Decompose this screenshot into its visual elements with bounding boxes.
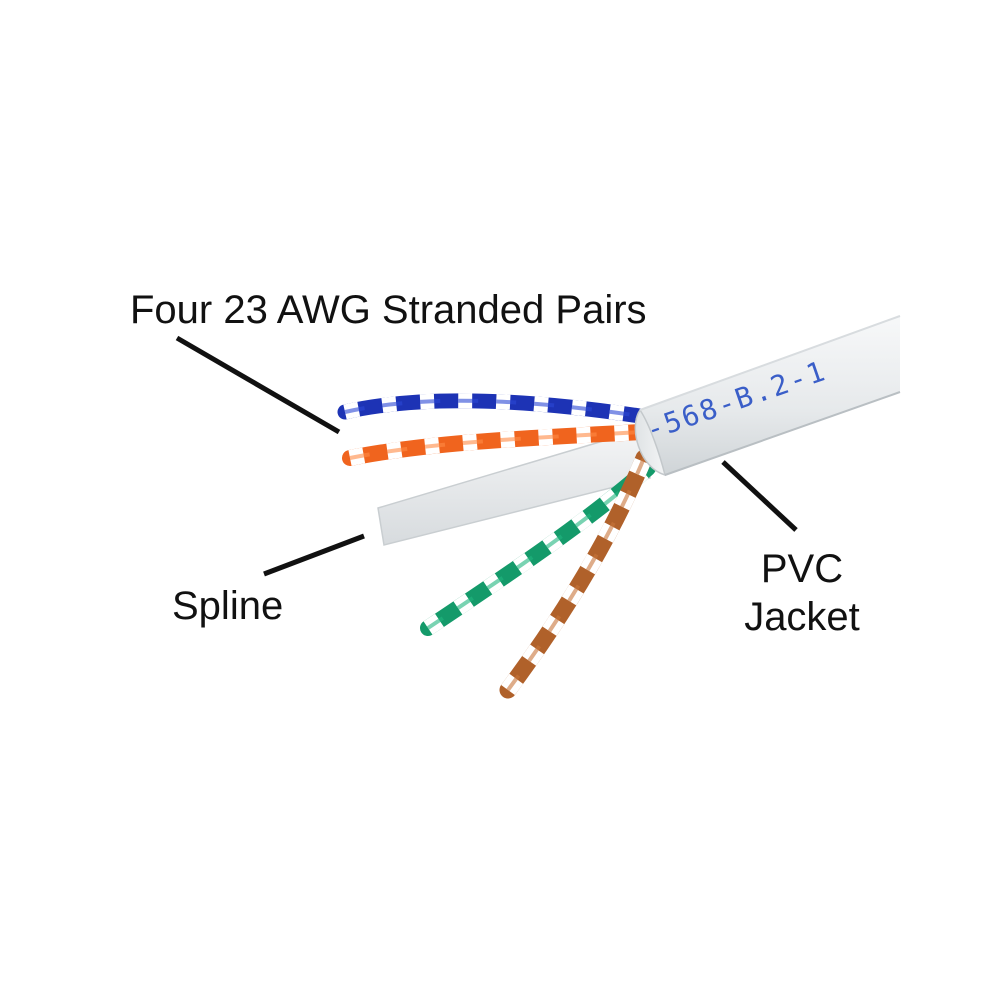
label-spline: Spline (172, 584, 284, 628)
label-stranded-pairs: Four 23 AWG Stranded Pairs (130, 288, 647, 332)
label-jacket-line: Jacket (744, 595, 860, 639)
pvc-jacket: -568-B.2-1 (634, 315, 901, 477)
leader-line-pairs (175, 335, 341, 435)
spline (377, 429, 651, 546)
leader-line-jacket (721, 460, 798, 532)
label-pvc-line: PVC (760, 547, 844, 591)
orange-pair (342, 424, 650, 466)
leader-line-spline (263, 533, 365, 577)
blue-pair (337, 393, 648, 424)
brown-pair (499, 449, 653, 699)
label-pvc-jacket: PVC Jacket (737, 545, 867, 641)
